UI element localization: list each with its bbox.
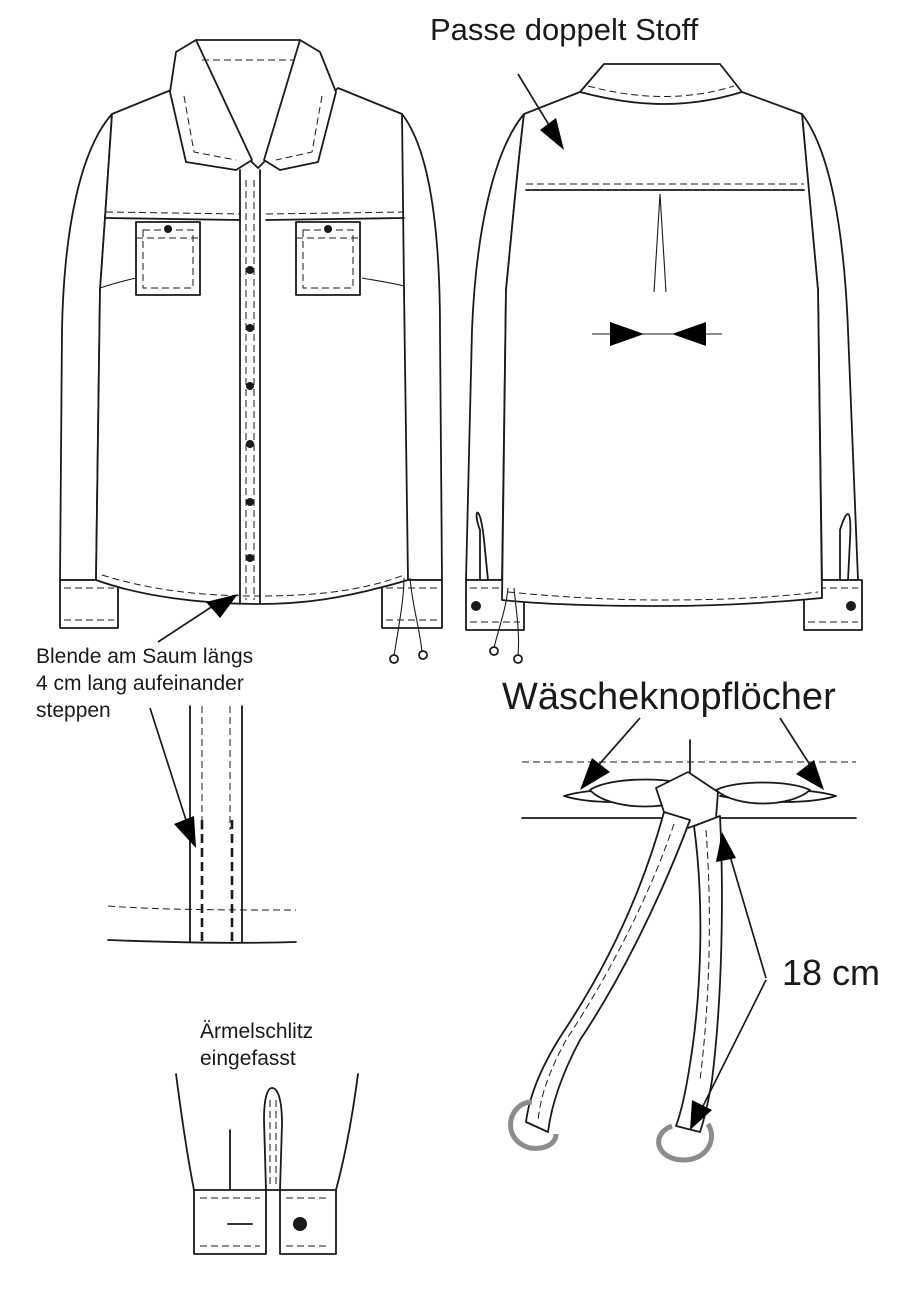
front-body (95, 87, 409, 605)
label-passe-doppelt-stoff: Passe doppelt Stoff (430, 12, 699, 47)
label-aermelschlitz: Ärmelschlitz eingefasst (200, 1020, 313, 1074)
detail-hem-placket (107, 705, 297, 944)
tie-end-ring (508, 1099, 559, 1151)
sleeve-slit-binding (263, 1087, 283, 1191)
placket-button (246, 382, 254, 390)
dart-arrow-left (610, 322, 644, 346)
label-blende-line-1: Blende am Saum längs (36, 645, 254, 668)
pocket-button (164, 225, 172, 233)
cuff-button (471, 601, 481, 611)
placket-button (246, 498, 254, 506)
back-drawstring (493, 587, 520, 657)
label-blende-line-3: steppen (36, 699, 111, 722)
detail-laundry-buttonholes (508, 717, 857, 1163)
placket-button (246, 266, 254, 274)
label-waescheknopfloecher: Wäscheknopflöcher (502, 676, 836, 718)
tie-strap-left (525, 811, 691, 1133)
yoke-arrow (540, 118, 564, 150)
front-drawstring (393, 577, 423, 657)
blouse-front-view (59, 39, 443, 664)
buttonhole-arrow-right (796, 760, 824, 790)
front-right-cuff (381, 579, 443, 629)
label-blende-line-2: 4 cm lang aufeinander (36, 672, 244, 695)
label-schlitz-line-2: eingefasst (200, 1047, 296, 1070)
placket-button (246, 440, 254, 448)
detail-sleeve-placket (175, 1073, 359, 1255)
cuff-button (846, 601, 856, 611)
sleeve-cuff-right (279, 1189, 337, 1255)
measure-arrow-bottom (690, 1100, 712, 1130)
label-measurement-18cm: 18 cm (782, 952, 881, 993)
sleeve-cuff-button (293, 1217, 307, 1231)
buttonhole-arrow-left (580, 758, 610, 790)
hem-arrow (206, 594, 238, 618)
dart-arrow-right (672, 322, 706, 346)
tie-strap-right (675, 815, 723, 1133)
placket-stitch-arrow (174, 816, 196, 848)
label-schlitz-line-1: Ärmelschlitz (200, 1020, 314, 1043)
blouse-back-view (465, 63, 863, 664)
measure-arrow-top (716, 832, 736, 862)
label-blende-am-saum: Blende am Saum längs 4 cm lang aufeinand… (36, 645, 253, 726)
front-left-cuff (59, 579, 119, 629)
pocket-button (324, 225, 332, 233)
placket-button (246, 554, 254, 562)
back-body (501, 63, 823, 607)
front-left-pocket (135, 221, 201, 296)
sleeve-cuff-left (193, 1189, 267, 1255)
tie-end-ring (656, 1122, 715, 1163)
front-placket (239, 169, 261, 605)
placket-button (246, 324, 254, 332)
front-right-pocket (295, 221, 361, 296)
